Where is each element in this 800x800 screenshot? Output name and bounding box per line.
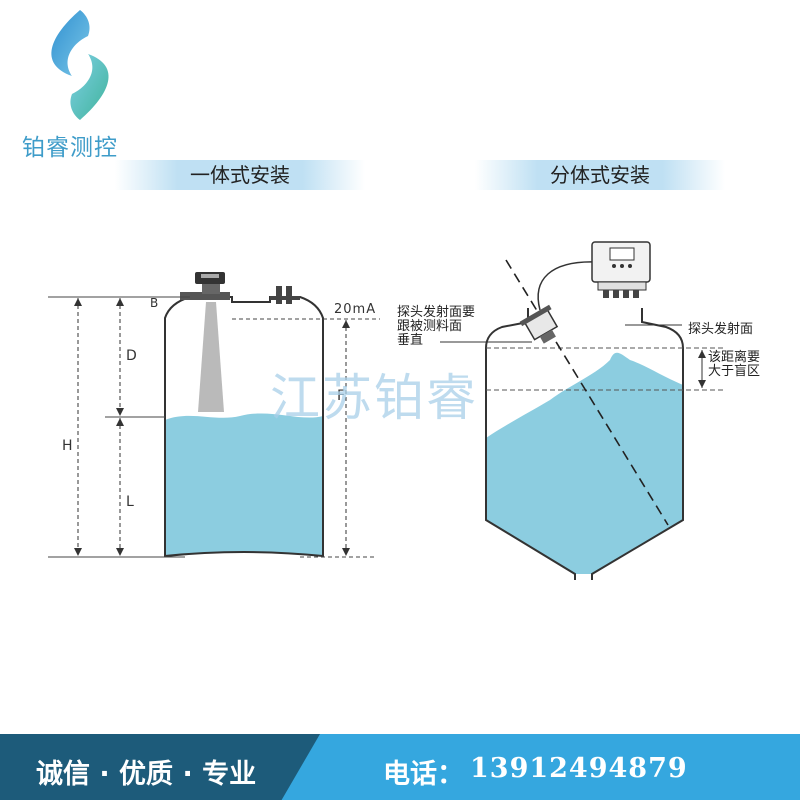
- sensor-neck: [202, 282, 220, 294]
- probe-annotation-line2: 跟被测料面: [397, 319, 463, 334]
- watermark-text: 江苏铂睿: [270, 369, 478, 427]
- split-tank-diagram: [440, 241, 725, 580]
- distance-annotation-line1: 该距离要: [708, 350, 761, 365]
- tank-nozzle: [276, 286, 282, 304]
- label-f: F: [337, 388, 346, 404]
- tank-outline: [485, 308, 684, 580]
- distance-annotation-line2: 大于盲区: [708, 364, 761, 379]
- label-l: L: [126, 494, 134, 510]
- integrated-install-title: 一体式安装: [115, 160, 365, 190]
- mount-flange: [180, 292, 230, 300]
- footer-slogan: 诚信 · 优质 · 专业: [36, 759, 257, 790]
- label-20ma: 20mA: [334, 302, 377, 317]
- tank-liquid-heap: [486, 352, 683, 574]
- logo-icon: [51, 10, 109, 120]
- tank-liquid: [165, 413, 323, 556]
- probe-annotation-line1: 探头发射面要: [397, 305, 476, 320]
- signal-cable: [537, 261, 599, 311]
- footer-slogan-panel: [0, 734, 320, 800]
- probe-sensor: [519, 304, 559, 344]
- brand-name: 铂睿测控: [22, 135, 118, 161]
- label-h: H: [62, 438, 73, 454]
- probe-annotation: 探头发射面要 跟被测料面 垂直: [397, 306, 475, 348]
- split-install-title: 分体式安装: [475, 160, 725, 190]
- label-b: B: [150, 296, 159, 310]
- probe-annotation-line3: 垂直: [397, 333, 424, 348]
- emitter-face-annotation: 探头发射面: [688, 322, 754, 337]
- integrated-tank-diagram: [48, 272, 380, 558]
- radar-beam: [198, 302, 224, 412]
- phone-label: 电话：: [383, 759, 464, 790]
- phone-number[interactable]: 13912494879: [470, 753, 688, 784]
- label-d: D: [126, 348, 137, 364]
- distance-annotation: 该距离要 大于盲区: [708, 351, 760, 379]
- tank-outline: [164, 296, 324, 558]
